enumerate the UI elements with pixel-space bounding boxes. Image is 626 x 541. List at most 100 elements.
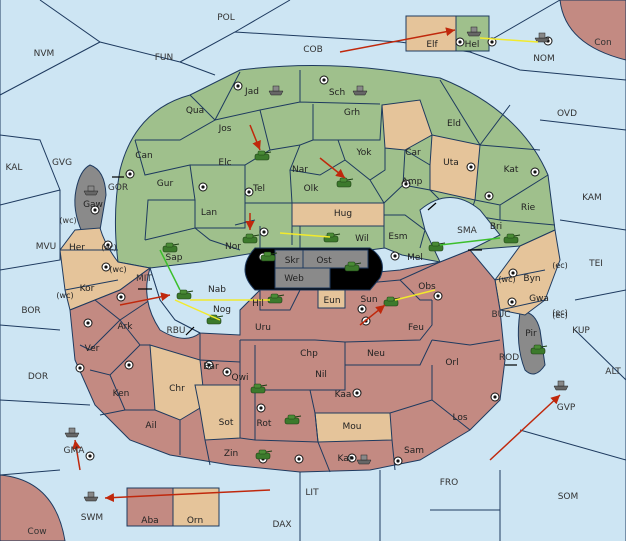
land-label: Kaa (335, 390, 352, 400)
land-label: Sot (219, 418, 234, 428)
land-label: (wc) (56, 291, 73, 300)
land-label: Qwi (232, 373, 249, 383)
sea-labels: POL NVM FUN COB Con NOM OVD KAL GVG GOR … (6, 13, 622, 537)
land-label: Mel (407, 253, 423, 263)
sea-label: GOR (108, 183, 128, 193)
land-label: Web (284, 274, 304, 284)
land-labels: Jad Sch Qua Jos Grh Eld Car Can Elc Yok … (56, 40, 567, 526)
sea-label: NVM (34, 49, 55, 59)
sea-label: BUC (491, 310, 510, 320)
land-label: Skr (285, 256, 300, 266)
land-label: Pir (525, 329, 537, 339)
land-label: Qua (186, 106, 204, 116)
sea-label: MIT (136, 274, 152, 284)
land-label: Obs (418, 282, 436, 292)
territory-chr[interactable] (149, 344, 206, 421)
land-label: Ost (316, 256, 332, 266)
sea-label: RBU (166, 326, 185, 336)
sea-label: TEI (588, 259, 603, 269)
land-label: Wil (355, 234, 369, 244)
land-label: Orn (187, 516, 203, 526)
sea-label: FRO (440, 478, 459, 488)
sea-label: SMA (457, 226, 477, 236)
region-tan-east (494, 229, 561, 316)
land-label: (wc) (109, 265, 126, 274)
sea-label: ROD (499, 353, 519, 363)
land-label: Kar (338, 454, 353, 464)
sea-label: BOR (21, 306, 40, 316)
land-label: Rie (521, 203, 536, 213)
land-label: Olk (304, 184, 320, 194)
sea-label: SWM (81, 513, 103, 523)
land-label: Her (69, 243, 85, 253)
land-label: Eun (323, 296, 340, 306)
land-label: Sam (404, 446, 424, 456)
land-label: Tel (252, 184, 265, 194)
land-label: Sun (360, 295, 377, 305)
sea-label: (wc) (59, 216, 76, 225)
sea-label: POL (217, 13, 235, 23)
canal-markers (112, 176, 517, 366)
land-label: Amp (402, 177, 423, 187)
land-label: Los (452, 413, 467, 423)
land-label: Ark (117, 322, 133, 332)
land-label: Uru (255, 323, 271, 333)
land-label: Elf (426, 40, 438, 50)
land-label: Car (405, 148, 421, 158)
land-label: Jad (244, 87, 259, 97)
land-label: Bar (203, 362, 219, 372)
sea-label: (ec) (552, 308, 568, 317)
land-label: Hel (465, 40, 480, 50)
land-label: Sch (329, 88, 345, 98)
land-label: Neu (367, 349, 385, 359)
sea-label: KAM (582, 193, 602, 203)
sea-label: OVD (557, 109, 577, 119)
land-label: Grh (344, 108, 360, 118)
sea-label: FUN (155, 53, 174, 63)
sea-label: Cow (27, 527, 46, 537)
sea-label: GVP (557, 403, 576, 413)
sea-label: NOM (533, 54, 555, 64)
land-label: Kor (80, 284, 95, 294)
land-label: Bri (490, 222, 502, 232)
land-label: Esm (388, 232, 407, 242)
tan-borders (60, 249, 546, 311)
land-label: Zin (224, 449, 238, 459)
land-label: Nog (213, 305, 231, 315)
land-label: Eld (447, 119, 461, 129)
land-label: Elc (218, 158, 231, 168)
land-label: Nor (225, 242, 241, 252)
land-label: Aba (141, 516, 158, 526)
land-label: Chp (300, 349, 318, 359)
land-label: Hug (334, 209, 352, 219)
land-label: Gaw (83, 200, 103, 210)
land-label: Mou (343, 422, 362, 432)
land-label: Kat (504, 165, 519, 175)
land-label: Gur (157, 179, 174, 189)
territory-sot[interactable] (194, 384, 241, 441)
red-borders (79, 261, 501, 473)
sea-label: COB (303, 45, 323, 55)
sea-label: GVG (52, 158, 72, 168)
territory-uta[interactable] (429, 134, 481, 201)
territory-gaw[interactable] (74, 164, 107, 233)
land-label: (wc) (498, 275, 515, 284)
sea-label: GMA (64, 446, 86, 456)
land-label: Ail (145, 421, 156, 431)
territory-car[interactable] (381, 99, 433, 151)
land-label: Nil (315, 370, 327, 380)
territory-pir[interactable] (517, 311, 546, 375)
land-label: Gwa (529, 294, 549, 304)
sea-label: LIT (305, 488, 319, 498)
land-label: (ec) (552, 311, 568, 320)
land-label: Ken (113, 389, 130, 399)
land-label: Jos (218, 124, 232, 134)
land-label: Chr (169, 384, 185, 394)
sea-label: MVU (36, 242, 57, 252)
land-label: Uta (443, 158, 459, 168)
sea-label: ALT (605, 367, 621, 377)
land-label: Byn (523, 274, 540, 284)
orders (72, 27, 561, 503)
